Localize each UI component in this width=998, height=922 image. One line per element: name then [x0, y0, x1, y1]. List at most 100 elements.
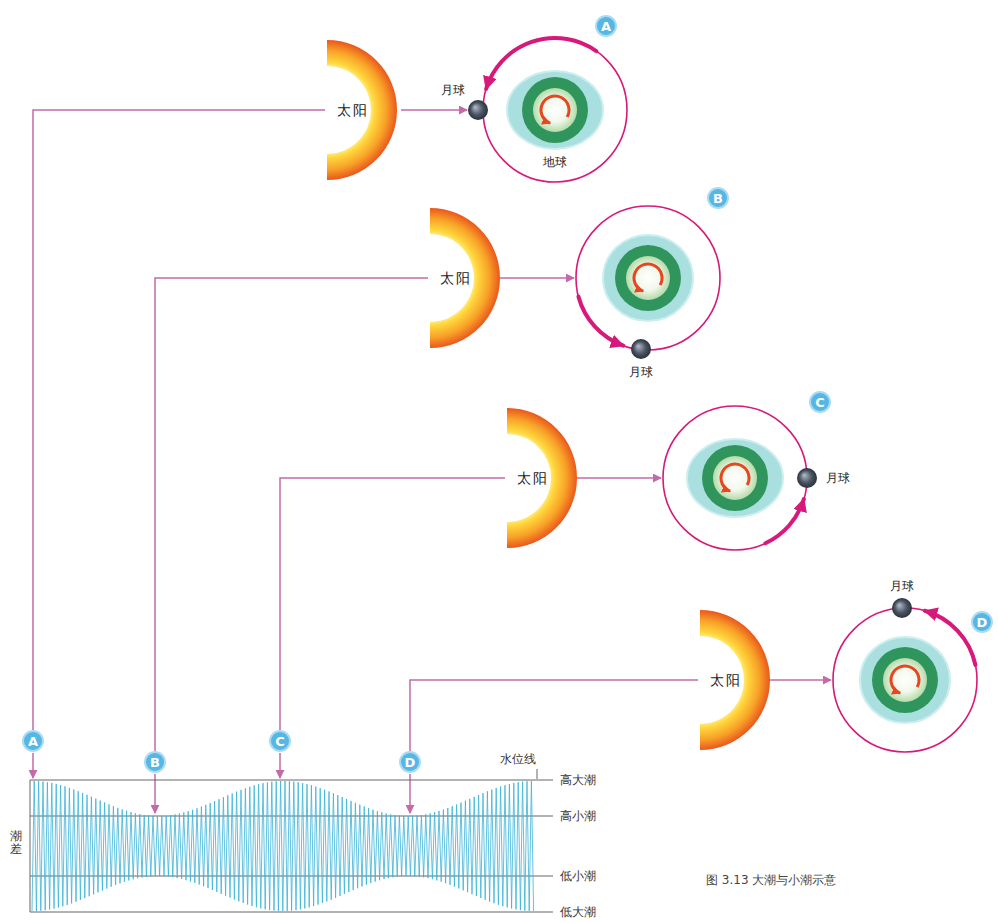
pointer-line	[33, 110, 325, 730]
level-label: 低小潮	[560, 869, 596, 883]
moon: 月球	[891, 597, 913, 619]
earth-core	[533, 88, 577, 132]
letter-badge: B	[707, 187, 729, 209]
moon-sphere	[797, 468, 817, 488]
letter-badge: C	[269, 730, 291, 752]
sun: 太阳	[698, 610, 774, 750]
sun-label: 太阳	[440, 270, 472, 287]
level-line	[30, 780, 553, 781]
rotation-arrow	[634, 264, 662, 291]
earth-core	[626, 256, 670, 300]
badge-circle	[596, 16, 616, 36]
moon-label: 月球	[890, 579, 914, 593]
sun-label: 太阳	[710, 672, 742, 689]
badge-circle	[810, 392, 830, 412]
level-line	[30, 876, 553, 877]
moon-orbit	[483, 38, 627, 182]
label-box: 水位线	[500, 752, 536, 766]
axis-label: 潮差	[10, 830, 22, 856]
tidal-bulge	[687, 439, 783, 517]
label-box: 高小潮	[560, 809, 596, 823]
letter-badge: A	[22, 730, 44, 752]
earth-ring	[522, 77, 588, 143]
moon-label: 月球	[826, 471, 850, 485]
label-box: 低大潮	[560, 905, 596, 919]
pointer-line	[401, 109, 467, 111]
moon-label: 月球	[441, 83, 465, 97]
sun-label: 太阳	[517, 470, 549, 487]
leader-line	[537, 769, 538, 779]
label-box: 低小潮	[560, 869, 596, 883]
letter-badge: C	[809, 391, 831, 413]
axis-line	[30, 780, 31, 912]
earth-shape	[505, 70, 605, 150]
moon-sphere	[892, 598, 912, 618]
level-label: 低大潮	[560, 905, 596, 919]
earth-label: 地球	[543, 155, 567, 169]
moon-sphere	[468, 100, 488, 120]
sun: 太阳	[428, 208, 504, 348]
tidal-bulge	[603, 235, 693, 321]
moon: 月球	[796, 467, 818, 489]
earth-ring	[702, 445, 768, 511]
badge-letter: D	[977, 616, 988, 629]
moon: 月球	[630, 338, 652, 360]
moon-shape	[630, 338, 652, 360]
moon-label: 月球	[629, 365, 653, 379]
pointer-arrow	[32, 753, 34, 778]
badge-letter: C	[275, 735, 285, 748]
level-label: 高小潮	[560, 809, 596, 823]
level-label: 高大潮	[560, 773, 596, 787]
sun-crescent	[327, 40, 397, 180]
sun: 太阳	[505, 408, 581, 548]
letter-badge: D	[971, 611, 993, 633]
badge-circle	[23, 731, 43, 751]
pointer-line	[410, 680, 698, 751]
letter-badge: B	[144, 751, 166, 773]
earth-ring	[615, 245, 681, 311]
sun-label: 太阳	[337, 102, 369, 119]
sun-earth-line	[770, 679, 831, 681]
sun-crescent	[507, 408, 577, 548]
moon-sphere	[631, 339, 651, 359]
letter-badge: D	[399, 751, 421, 773]
moon-shape	[891, 597, 913, 619]
rotation-arrow	[721, 464, 749, 491]
label-box: 高大潮	[560, 773, 596, 787]
sun-crescent	[700, 610, 770, 750]
level-line	[30, 912, 553, 913]
figure-caption: 图 3.13 大潮与小潮示意	[706, 873, 836, 887]
badge-circle	[270, 731, 290, 751]
earth-core	[713, 456, 757, 500]
rotation-arrow	[891, 666, 919, 693]
sun-earth-line	[500, 277, 574, 279]
sun: 太阳	[325, 40, 401, 180]
earth: 地球	[505, 70, 605, 150]
sun-crescent	[430, 208, 500, 348]
moon-orbit	[576, 206, 720, 350]
badge-letter: B	[150, 756, 160, 769]
tide-curve	[32, 781, 534, 911]
moon-shape	[796, 467, 818, 489]
badge-letter: A	[601, 20, 611, 33]
label-box: 潮差	[10, 830, 22, 856]
badge-letter: B	[713, 192, 723, 205]
moon: 月球	[467, 99, 489, 121]
pointer-line	[155, 278, 428, 751]
badge-circle	[708, 188, 728, 208]
badge-letter: C	[815, 396, 825, 409]
badge-circle	[972, 612, 992, 632]
caption-box: 图 3.13 大潮与小潮示意	[706, 873, 836, 887]
tidal-bulge	[860, 637, 950, 723]
badge-letter: A	[28, 735, 38, 748]
earth-ring	[872, 647, 938, 713]
pointer-line	[280, 478, 505, 730]
moon-shape	[467, 99, 489, 121]
sun-earth-line	[577, 477, 661, 479]
pointer-arrow	[279, 753, 281, 778]
badge-circle	[145, 752, 165, 772]
orbit-direction-arrow	[765, 499, 803, 543]
